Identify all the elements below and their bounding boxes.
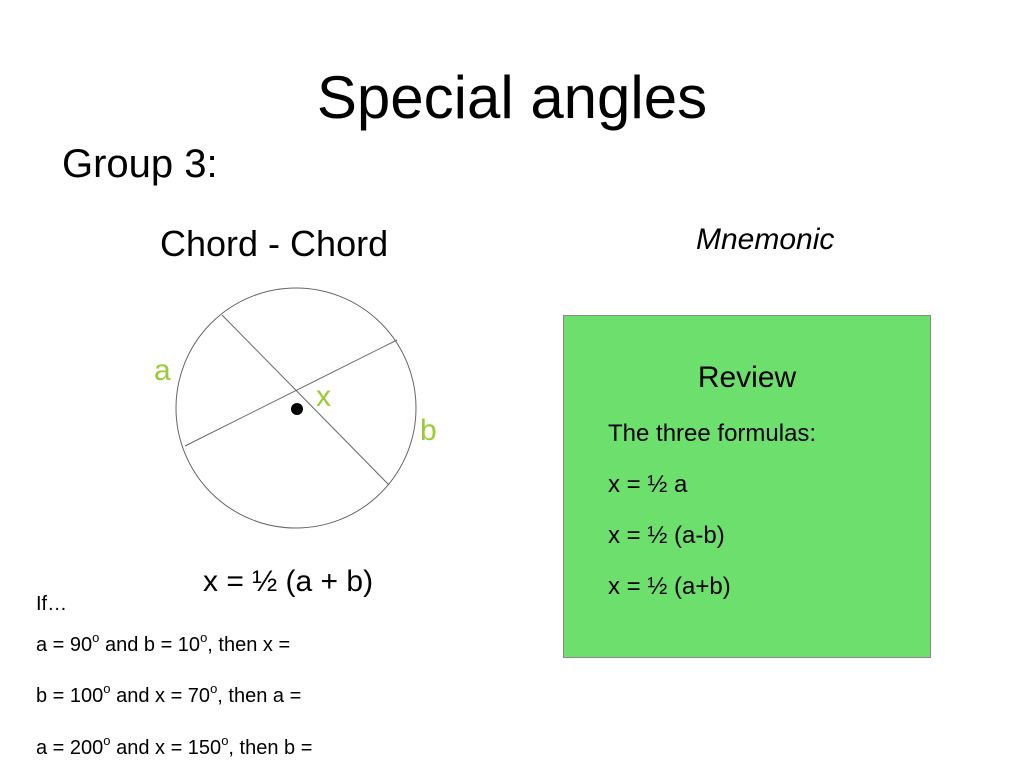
review-formula-3: x = ½ (a+b) — [608, 573, 731, 600]
question-1-part-1: a = 90 — [36, 634, 93, 656]
question-2: b = 100o and x = 70o, then a = — [36, 681, 302, 708]
degree-symbol: o — [200, 630, 208, 645]
review-formula-1: x = ½ a — [608, 471, 688, 498]
question-3-part-2: and x = 150 — [110, 737, 222, 759]
question-2-part-3: , then a = — [217, 685, 302, 707]
question-1: a = 90o and b = 10o, then x = — [36, 630, 291, 657]
question-1-part-3: , then x = — [207, 634, 291, 656]
question-2-part-1: b = 100 — [36, 685, 104, 707]
degree-symbol: o — [210, 681, 218, 696]
chord-chord-diagram — [175, 287, 417, 529]
chord-chord-formula: x = ½ (a + b) — [203, 565, 374, 598]
review-line-intro: The three formulas: — [608, 420, 817, 447]
arc-a-label: a — [154, 354, 171, 387]
review-formula-2: x = ½ (a-b) — [608, 522, 725, 549]
diagram-heading: Chord - Chord — [160, 223, 389, 264]
question-2-part-2: and x = 70 — [110, 685, 211, 707]
center-point — [291, 403, 303, 415]
degree-symbol: o — [92, 630, 100, 645]
questions-intro: If… — [36, 593, 68, 615]
mnemonic-heading: Mnemonic — [696, 223, 835, 256]
review-box: Review The three formulas: x = ½ a x = ½… — [563, 315, 931, 658]
group-label: Group 3: — [62, 142, 218, 186]
degree-symbol: o — [103, 681, 111, 696]
degree-symbol: o — [103, 733, 111, 748]
angle-x-label: x — [316, 380, 331, 413]
chord-one — [221, 314, 390, 486]
arc-b-label: b — [420, 414, 437, 447]
chord-two — [184, 339, 398, 447]
circle-outline — [175, 287, 417, 529]
question-1-part-2: and b = 10 — [99, 634, 201, 656]
slide-title: Special angles — [316, 64, 708, 131]
question-3-part-3: , then b = — [228, 737, 313, 759]
question-3: a = 200o and x = 150o, then b = — [36, 733, 313, 760]
degree-symbol: o — [221, 733, 229, 748]
question-3-part-1: a = 200 — [36, 737, 104, 759]
review-title: Review — [697, 361, 797, 394]
